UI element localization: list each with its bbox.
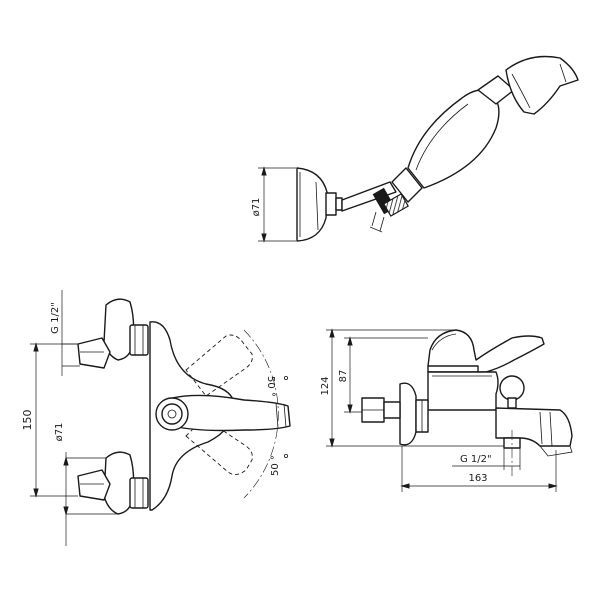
dim-lever-angle-top: 50 ° <box>265 376 276 397</box>
wall-holder-dome <box>296 167 328 242</box>
dim-side-height-lower: 87 <box>338 370 349 383</box>
side-connection <box>399 382 417 446</box>
top-eccentric <box>77 337 111 369</box>
wall-holder-neck <box>325 192 337 216</box>
lever-ghost-top <box>185 334 253 397</box>
lever-ghost-bottom <box>185 417 253 475</box>
hand-shower-handle <box>407 89 500 189</box>
mixer-lever <box>171 394 291 432</box>
dim-front-height: 150 <box>21 410 34 431</box>
mixer-side-view: 124 87 G 1/2" 163 <box>320 328 573 492</box>
spout <box>495 407 573 447</box>
bottom-eccentric <box>77 469 111 501</box>
dim-front-diameter: ø71 <box>54 423 65 442</box>
dim-side-height-total: 124 <box>320 376 331 395</box>
dim-lever-angle-bottom: 50 ° <box>270 455 281 476</box>
dim-front-thread: G 1/2" <box>50 302 61 334</box>
hand-shower-head <box>505 55 579 115</box>
hand-shower-view: ø71 <box>251 55 579 243</box>
side-body <box>427 371 499 411</box>
dim-side-thread: G 1/2" <box>460 454 492 465</box>
dim-shower-diameter: ø71 <box>251 198 262 217</box>
mixer-front-view: 50 ° 50 ° 150 G 1/2" ø71 <box>21 290 291 546</box>
diverter-knob <box>499 375 525 401</box>
dim-side-width: 163 <box>468 473 487 484</box>
